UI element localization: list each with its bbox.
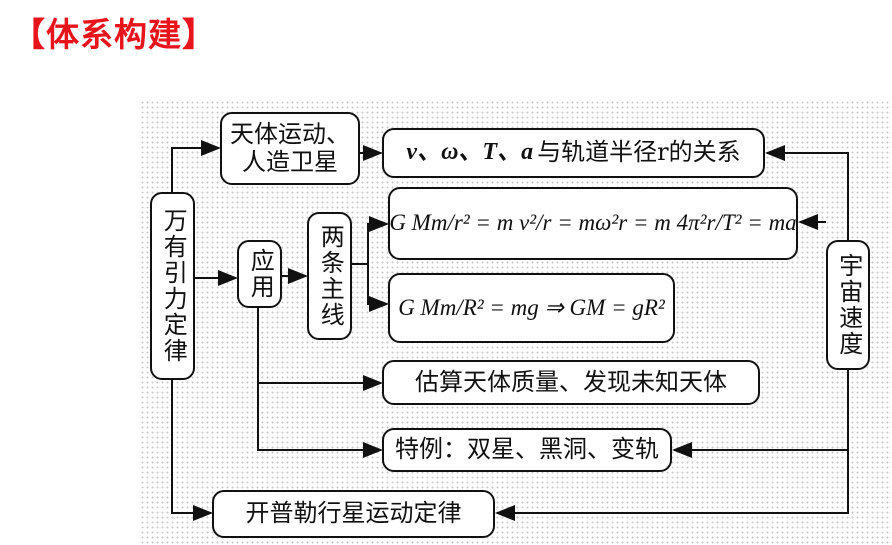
formula2-text: G Mm/R² = mg ⇒ GM = gR² (398, 294, 665, 320)
relation-vars: v、ω、T、a (406, 139, 534, 166)
node-apply: 应用 (237, 240, 282, 308)
arrow-two-lines-to-formula2 (367, 264, 389, 312)
arrow-two-lines-to-formula1 (352, 216, 389, 265)
section-title: 【体系构建】 (12, 15, 216, 54)
node-formula2: G Mm/R² = mg ⇒ GM = gR² (388, 273, 675, 343)
node-formula1: G Mm/r² = m v²/r = mω²r = m 4π²r/T² = ma (388, 187, 798, 260)
arrow-law-to-kepler (171, 380, 213, 521)
node-kepler: 开普勒行星运动定律 (212, 490, 495, 538)
node-two-lines: 两条主线 (307, 212, 352, 340)
node-celestial-motion: 天体运动、人造卫星 (220, 112, 360, 185)
node-special: 特例：双星、黑洞、变轨 (382, 428, 672, 472)
node-law-of-gravitation: 万有引力定律 (150, 192, 195, 380)
arrow-apply-to-special (257, 383, 383, 458)
arrow-cosmic-to-kepler (495, 450, 849, 521)
node-estimate: 估算天体质量、发现未知天体 (382, 360, 760, 405)
node-celestial-motion-text: 天体运动、人造卫星 (230, 119, 350, 176)
node-cosmic-velocity: 宇宙速度 (826, 240, 870, 370)
formula1-text: G Mm/r² = m v²/r = mω²r = m 4π²r/T² = ma (389, 210, 797, 236)
node-relation: v、ω、T、a 与轨道半径r的关系 (382, 128, 765, 178)
arrow-cosmic-to-relation (765, 145, 849, 240)
arrow-law-to-motion (171, 140, 221, 193)
relation-text: 与轨道半径r的关系 (537, 138, 741, 167)
